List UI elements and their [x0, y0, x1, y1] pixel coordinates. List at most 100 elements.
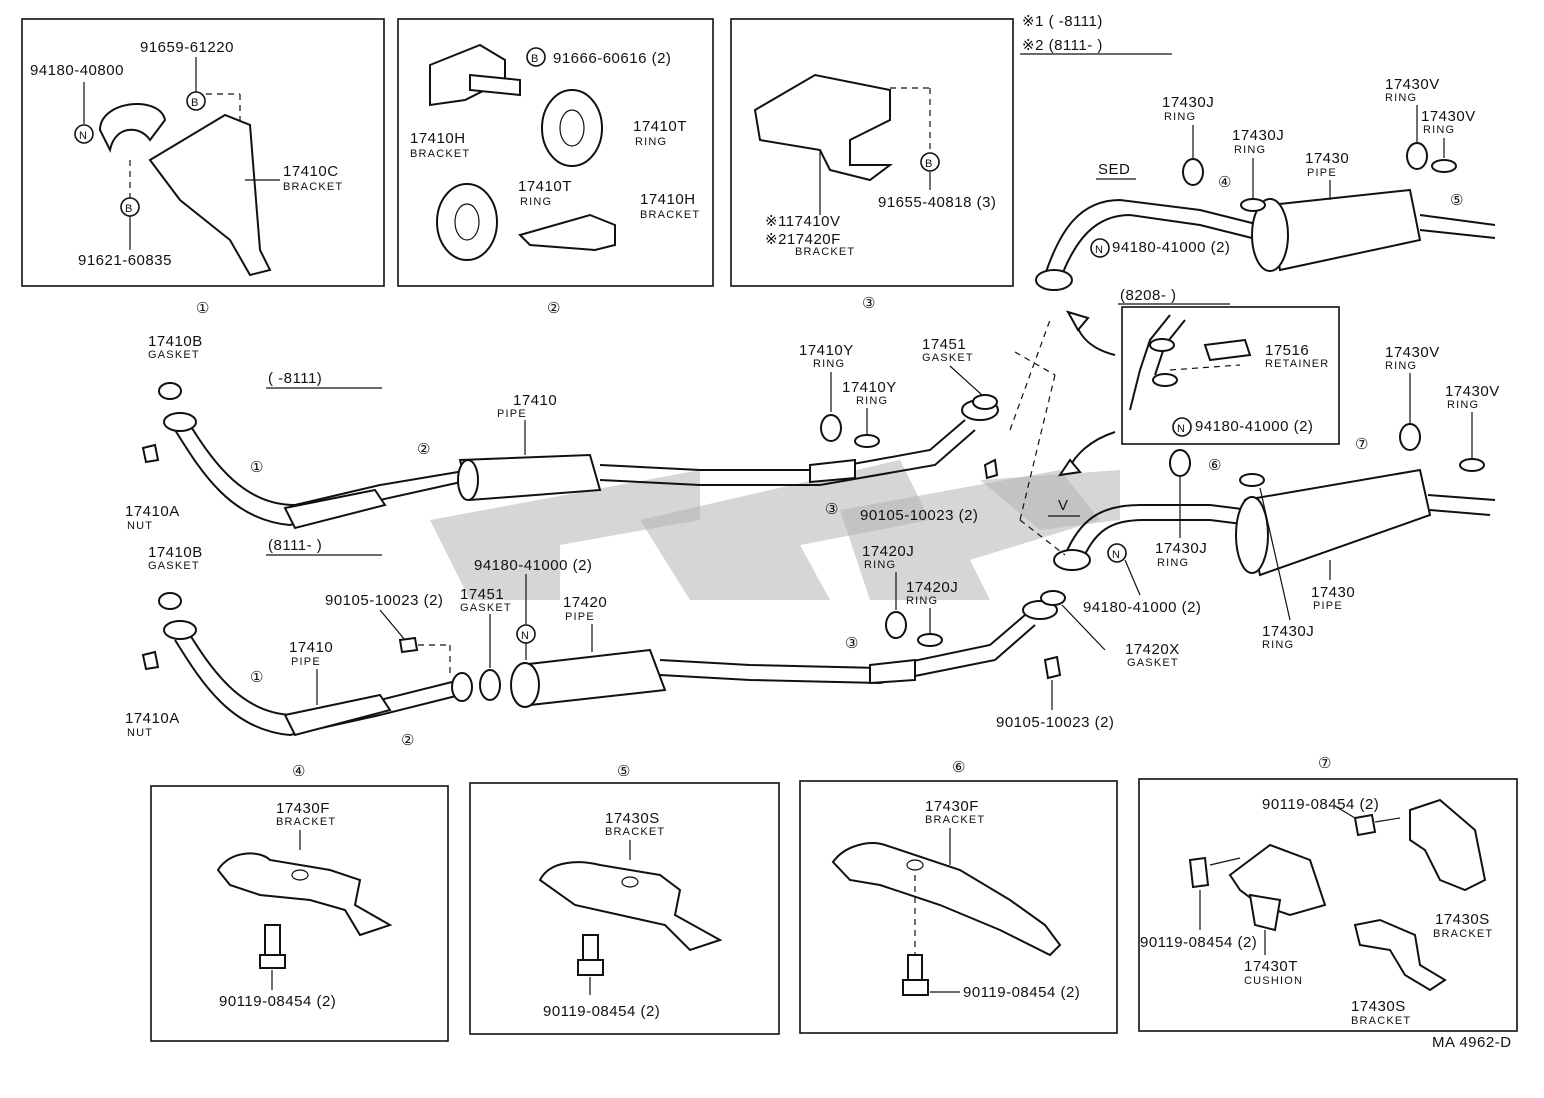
range-upper: ( -8111) [268, 370, 322, 387]
sed-ring-b: 17430J [1232, 127, 1284, 144]
lower-ring1: 17420J [862, 543, 914, 560]
svg-text:BRACKET: BRACKET [605, 826, 665, 838]
svg-text:B: B [191, 97, 200, 109]
marker-b-icon [920, 152, 940, 172]
panel2-part-17410h-b: 17410H [640, 191, 696, 208]
resonator-upper [283, 488, 387, 530]
svg-text:GASKET: GASKET [1127, 657, 1179, 669]
bolt-lower-1 [398, 636, 419, 654]
panel1-part-91621-60835: 91621-60835 [78, 252, 172, 269]
bracket-17410v [753, 73, 893, 182]
section-number-6-ref: ⑥ [1208, 457, 1222, 474]
svg-text:RING: RING [1385, 92, 1417, 104]
panel2-part-17410t-b: 17410T [518, 178, 572, 195]
ring-17410y-a [820, 414, 842, 442]
panel-4: 17430F BRACKET 90119-08454 (2) [150, 785, 449, 1042]
lower-bolt2: 90105-10023 (2) [996, 714, 1114, 731]
diagram-code: MA 4962-D [1432, 1034, 1512, 1051]
svg-text:RING: RING [906, 595, 938, 607]
sed-ring-c: 17430V [1385, 76, 1440, 93]
gasket-17410b-upper [158, 382, 182, 400]
lower-pipe: 17410 [289, 639, 333, 656]
svg-text:GASKET: GASKET [460, 602, 512, 614]
ring-17430j-sed-a [1182, 158, 1204, 186]
marker-b-icon [526, 47, 546, 67]
marker-n-icon [1107, 543, 1127, 563]
svg-text:RING: RING [1385, 360, 1417, 372]
svg-text:PIPE: PIPE [565, 611, 595, 623]
section-number-6: ⑥ [952, 759, 966, 776]
marker-n-icon [1090, 238, 1110, 258]
panel1-part-94180-40800: 94180-40800 [30, 62, 124, 79]
ring-17410y-b [854, 434, 880, 448]
lower-nut: 17410A [125, 710, 180, 727]
svg-text:RING: RING [1157, 557, 1189, 569]
section-number-2-upper: ② [417, 441, 431, 458]
panel3-part-17410v: ※117410V [765, 213, 841, 230]
lower-bolt1: 90105-10023 (2) [325, 592, 443, 609]
svg-text:RING: RING [864, 559, 896, 571]
svg-text:N: N [79, 130, 88, 142]
lower-front-assembly: (8111- ) 17410B GASKET 17410A NUT ① 1741… [125, 537, 1180, 749]
svg-text:PIPE: PIPE [497, 408, 527, 420]
section-number-5: ⑤ [617, 763, 631, 780]
panel7-part-17430t: 17430T [1244, 958, 1298, 975]
v-ring-a: 17430V [1385, 344, 1440, 361]
panel1-part-17410c: 17410C [283, 163, 339, 180]
svg-text:B: B [125, 203, 134, 215]
bolt-p6 [907, 954, 923, 981]
svg-text:RING: RING [813, 358, 845, 370]
bracket-17430s-p7-a [1409, 798, 1487, 892]
marker-n-icon [1172, 417, 1192, 437]
range-legend-1: ※1 ( -8111) [1022, 13, 1103, 30]
sed-label: SED [1098, 161, 1130, 178]
panel-7: 90119-08454 (2) 17430S BRACKET 90119-084… [1138, 778, 1518, 1032]
section-number-3-upper: ③ [825, 501, 839, 518]
bracket-17430s-p7-b [1353, 918, 1447, 992]
svg-text:GASKET: GASKET [148, 560, 200, 572]
lower-ring2: 17420J [906, 579, 958, 596]
sed-nut: 94180-41000 (2) [1112, 239, 1230, 256]
svg-text:RING: RING [635, 136, 667, 148]
range-legend-2: ※2 (8111- ) [1022, 37, 1103, 54]
lower-gasket3: 17420X [1125, 641, 1180, 658]
svg-text:N: N [1177, 423, 1186, 435]
svg-text:RING: RING [1262, 639, 1294, 651]
panel-2: B 91666-60616 (2) 17410H BRACKET 17410T … [397, 18, 714, 287]
svg-text:BRACKET: BRACKET [640, 209, 700, 221]
panel7-part-90119-a: 90119-08454 (2) [1262, 796, 1379, 813]
clamp-part [98, 103, 167, 154]
watermark-logo [430, 460, 1120, 600]
bracket-17430f-a [216, 852, 393, 937]
panel5-part-17430s: 17430S [605, 810, 660, 827]
section-number-2: ② [547, 300, 561, 317]
v-ring-c: 17430J [1155, 540, 1207, 557]
ring-17410t-bottom [436, 183, 498, 261]
ring-17430j-v-a [1169, 449, 1191, 477]
panel5-part-90119: 90119-08454 (2) [543, 1003, 660, 1020]
ring-17410t-top [541, 89, 603, 167]
svg-text:GASKET: GASKET [148, 349, 200, 361]
svg-text:BRACKET: BRACKET [795, 246, 855, 258]
bolt-lower-2 [1043, 655, 1062, 680]
svg-text:B: B [531, 53, 540, 65]
svg-text:PIPE: PIPE [291, 656, 321, 668]
section-number-3-lower: ③ [845, 635, 859, 652]
panel-6: 17430F BRACKET 90119-08454 (2) [799, 780, 1118, 1034]
gasket-17410b-lower [158, 592, 182, 610]
panel7-part-17430s-b: 17430S [1351, 998, 1406, 1015]
ring-17420j-b [917, 633, 943, 647]
retainer-17516 [1203, 338, 1252, 362]
retainer-part: 17516 [1265, 342, 1309, 359]
svg-text:GASKET: GASKET [922, 352, 974, 364]
ring-17430v-v-a [1399, 423, 1421, 451]
lower-gasket: 17410B [148, 544, 203, 561]
gasket-17451-lower [479, 669, 501, 701]
marker-n-icon [74, 124, 94, 144]
gasket-17451-upper [972, 394, 998, 410]
hanger-lower [869, 658, 916, 685]
panel2-part-17410t-a: 17410T [633, 118, 687, 135]
sed-tail-assembly: SED 17430J RING 17430J RING ④ 17430 PIPE… [1035, 76, 1496, 305]
section-number-1: ① [196, 300, 210, 317]
